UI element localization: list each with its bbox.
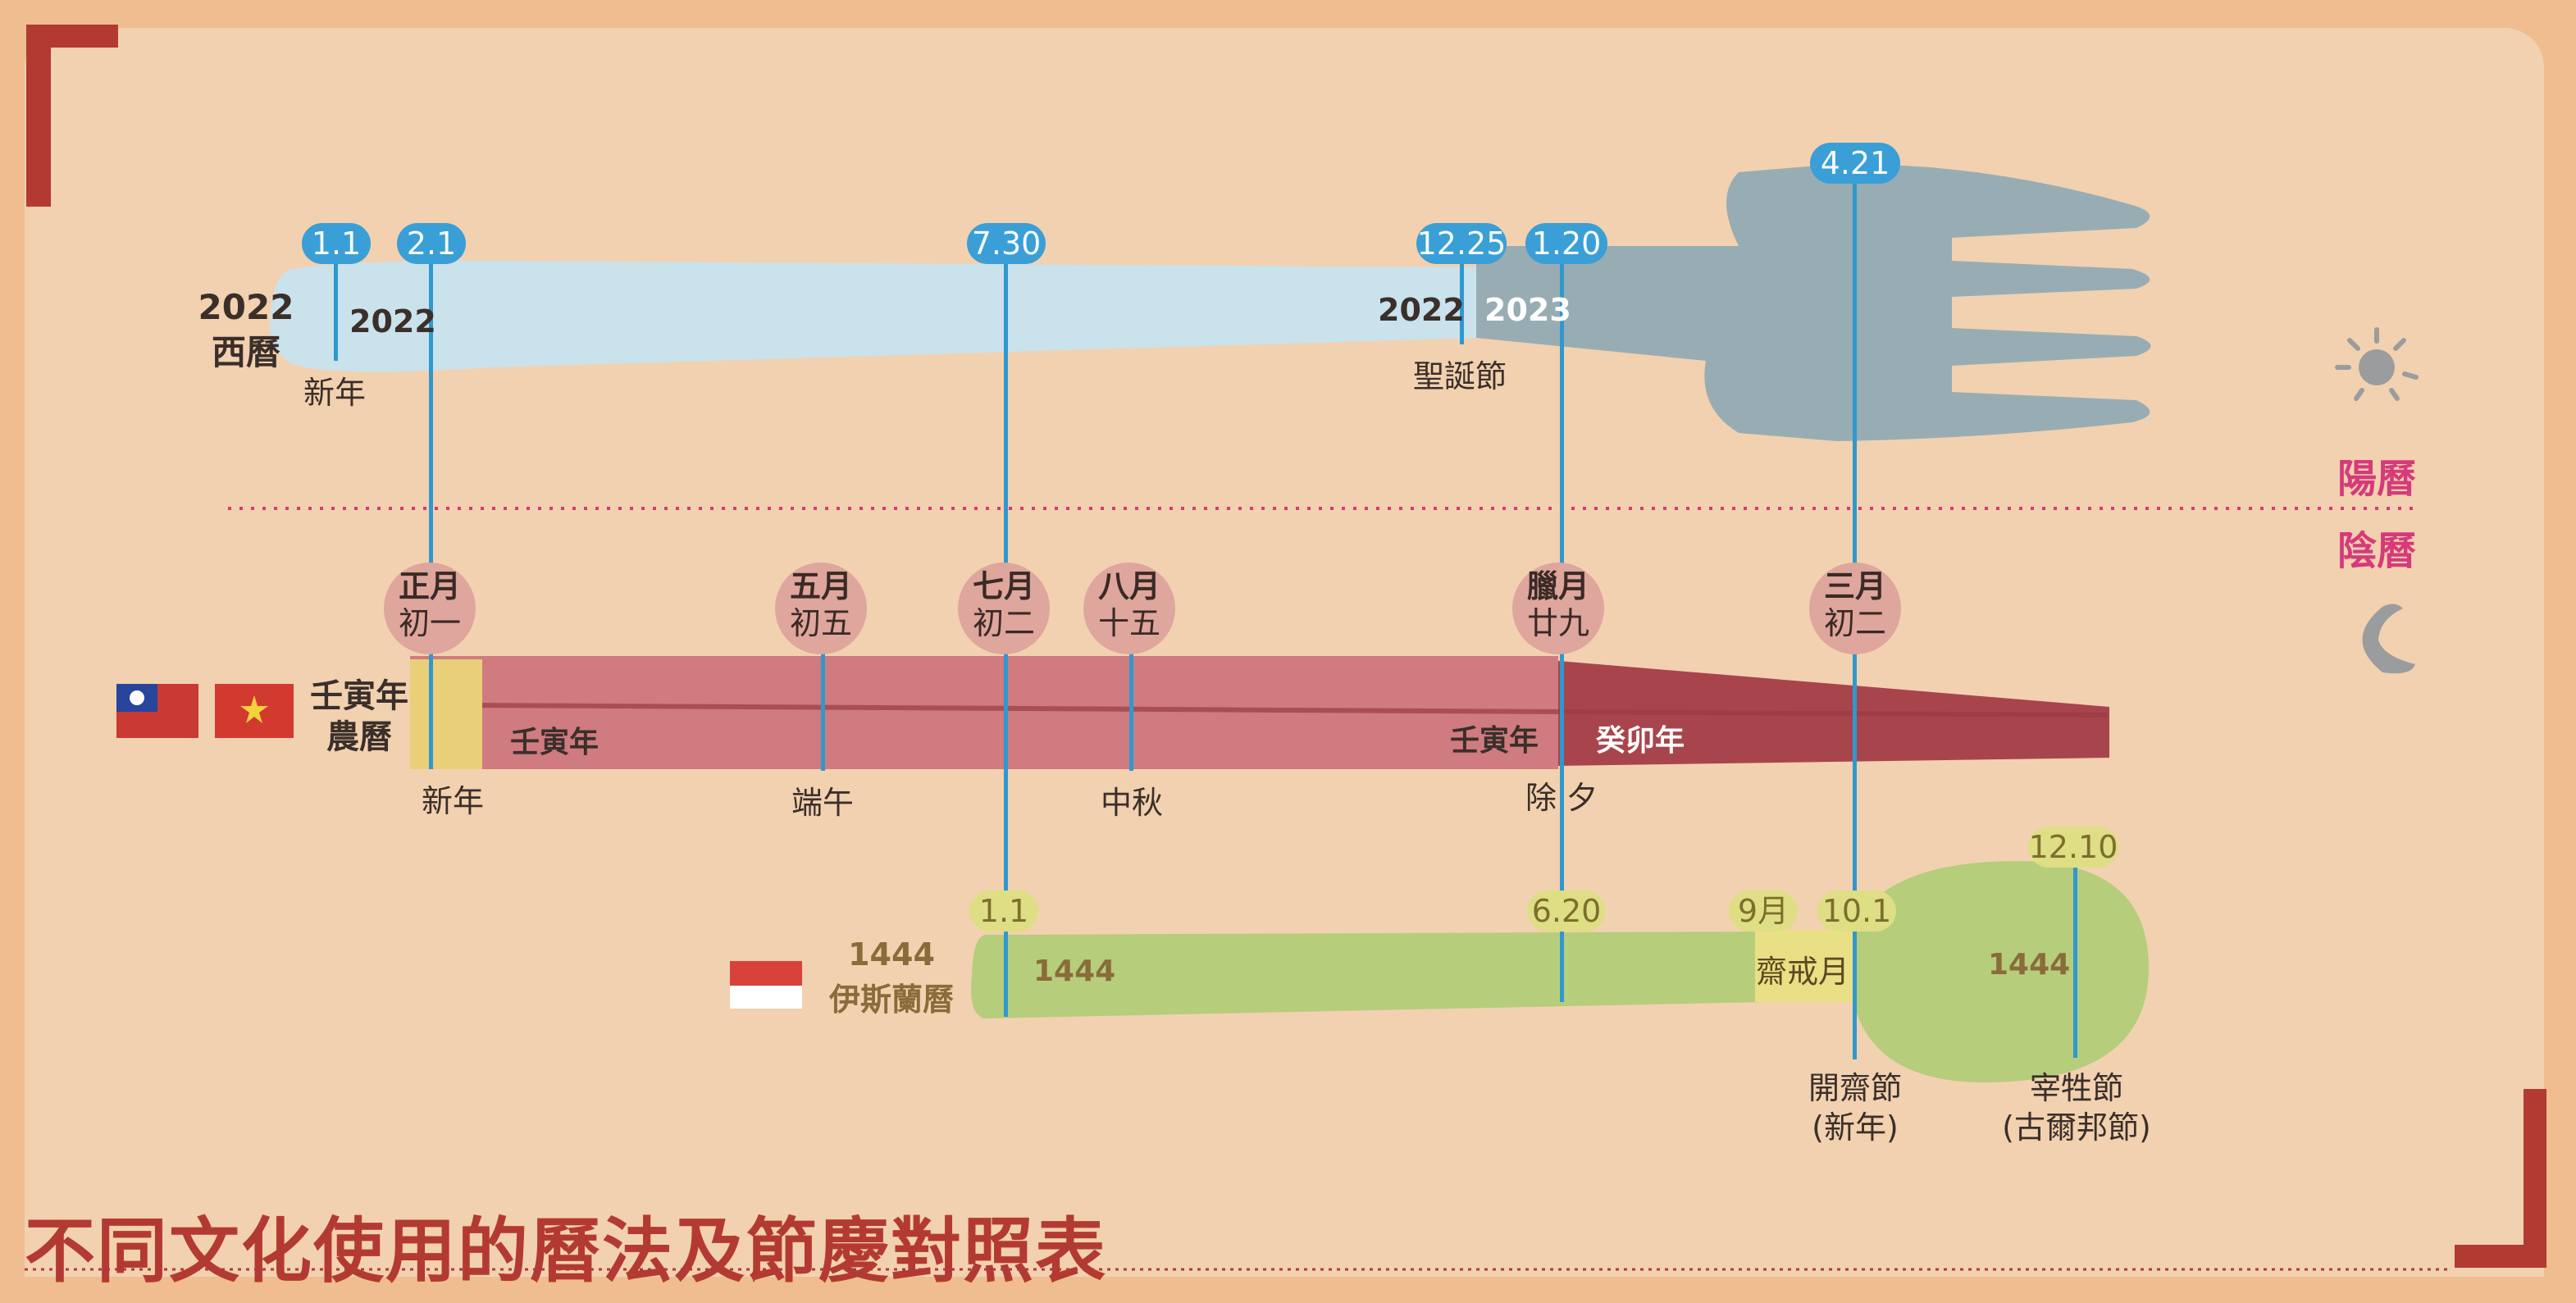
fork-shape: [1476, 163, 2151, 442]
spoon-year-b: 1444: [1988, 948, 2071, 982]
spoon-year-a: 1444: [1033, 954, 1116, 988]
lunar-circle-zhengyue: 正月 初一: [384, 563, 476, 654]
festival-dragon-boat: 端午: [791, 785, 855, 821]
islamic-pill-1-1: 1.1: [969, 891, 1038, 932]
lunar-row-year: 壬寅年: [310, 677, 408, 715]
ramadan-segment: [1755, 930, 1858, 1002]
lunar-month: 臘月: [1526, 568, 1589, 604]
lunar-circle-layue: 臘月 廿九: [1512, 563, 1604, 654]
line-12-10: [2073, 868, 2077, 1058]
festival-christmas: 聖誕節: [1412, 358, 1507, 394]
lunar-month: 五月: [789, 568, 852, 604]
label-lunar-calendar: 陰曆: [2337, 528, 2417, 574]
line-gregorian-1-1: [334, 262, 338, 361]
gregorian-row-year: 2022: [198, 287, 294, 327]
lunar-row-name: 農曆: [326, 718, 392, 756]
lunar-month: 三月: [1823, 568, 1886, 604]
flag-vietnam-icon: [215, 684, 294, 738]
fork-year-new: 2023: [1484, 292, 1571, 328]
lunar-month: 八月: [1097, 568, 1160, 604]
flag-indonesia-icon: [730, 961, 802, 1009]
lunar-day: 廿九: [1526, 605, 1589, 641]
festival-new-year-eve: 除 夕: [1525, 780, 1598, 816]
label-solar-calendar: 陽曆: [2337, 456, 2417, 502]
spoon-handle: [971, 932, 1763, 1018]
flag-taiwan-icon: [116, 684, 198, 738]
gregorian-row-name: 西曆: [211, 332, 281, 372]
date-pill-1-1: 1.1: [302, 223, 371, 264]
chopstick-year-new: 癸卯年: [1596, 724, 1685, 758]
lunar-new-year-segment: [410, 659, 482, 769]
ramadan-label: 齋戒月: [1755, 954, 1850, 990]
knife-handle: [270, 261, 1477, 372]
chopstick-year-end-old: 壬寅年: [1450, 724, 1539, 758]
chopstick-year-start: 壬寅年: [510, 726, 600, 759]
festival-eid-adha-line1: 宰牲節: [2029, 1070, 2124, 1106]
date-pill-1-20: 1.20: [1525, 223, 1607, 264]
islamic-pill-10-1: 10.1: [1817, 891, 1896, 932]
festival-new-year-lunar: 新年: [421, 783, 485, 819]
date-pill-12-25: 12.25: [1416, 223, 1507, 264]
date-pill-2-1: 2.1: [397, 223, 466, 264]
festival-eid-fitr-line2: (新年): [1812, 1109, 1899, 1146]
festival-eid-adha-line2: (古爾邦節): [2002, 1109, 2151, 1146]
page-title: 不同文化使用的曆法及節慶對照表: [25, 1210, 1107, 1292]
islamic-pill-9: 9月: [1729, 891, 1798, 932]
lunar-circle-wuyue: 五月 初五: [775, 563, 867, 654]
lunar-day: 初一: [398, 605, 461, 641]
chopstick-light: [410, 656, 1558, 769]
lunar-circle-qiyue: 七月 初二: [958, 563, 1050, 654]
knife-year-end-old: 2022: [1378, 292, 1465, 328]
line-mid-autumn: [1129, 648, 1133, 771]
festival-mid-autumn: 中秋: [1100, 785, 1164, 821]
islamic-pill-6-20: 6.20: [1527, 891, 1606, 932]
chopstick-seam: [475, 703, 2109, 718]
lunar-day: 十五: [1097, 605, 1160, 641]
moon-icon: [2362, 604, 2415, 674]
line-christmas: [1460, 262, 1464, 344]
lunar-month: 七月: [972, 568, 1035, 604]
date-pill-7-30: 7.30: [967, 223, 1046, 264]
corner-bracket-bottom-right: [2455, 1089, 2546, 1268]
lunar-circle-sanyue: 三月 初二: [1809, 563, 1901, 654]
lunar-month: 正月: [398, 568, 461, 604]
islamic-row-name: 伊斯蘭曆: [828, 982, 955, 1018]
festival-eid-fitr-line1: 開齋節: [1808, 1070, 1903, 1106]
islamic-row-year: 1444: [848, 936, 935, 973]
line-new-year: [429, 262, 433, 769]
lunar-circle-bayue: 八月 十五: [1083, 563, 1175, 654]
sun-icon: [2335, 327, 2419, 401]
line-dragon-boat: [821, 648, 825, 771]
lunar-day: 初五: [789, 605, 852, 641]
lunar-day: 初二: [1823, 605, 1886, 641]
knife-year-start: 2022: [349, 303, 436, 339]
lunar-day: 初二: [972, 605, 1035, 641]
corner-bracket-top-left: [26, 25, 118, 207]
festival-new-year-gregorian: 新年: [303, 375, 367, 411]
date-pill-4-21: 4.21: [1810, 143, 1900, 184]
islamic-pill-12-10: 12.10: [2028, 827, 2118, 868]
